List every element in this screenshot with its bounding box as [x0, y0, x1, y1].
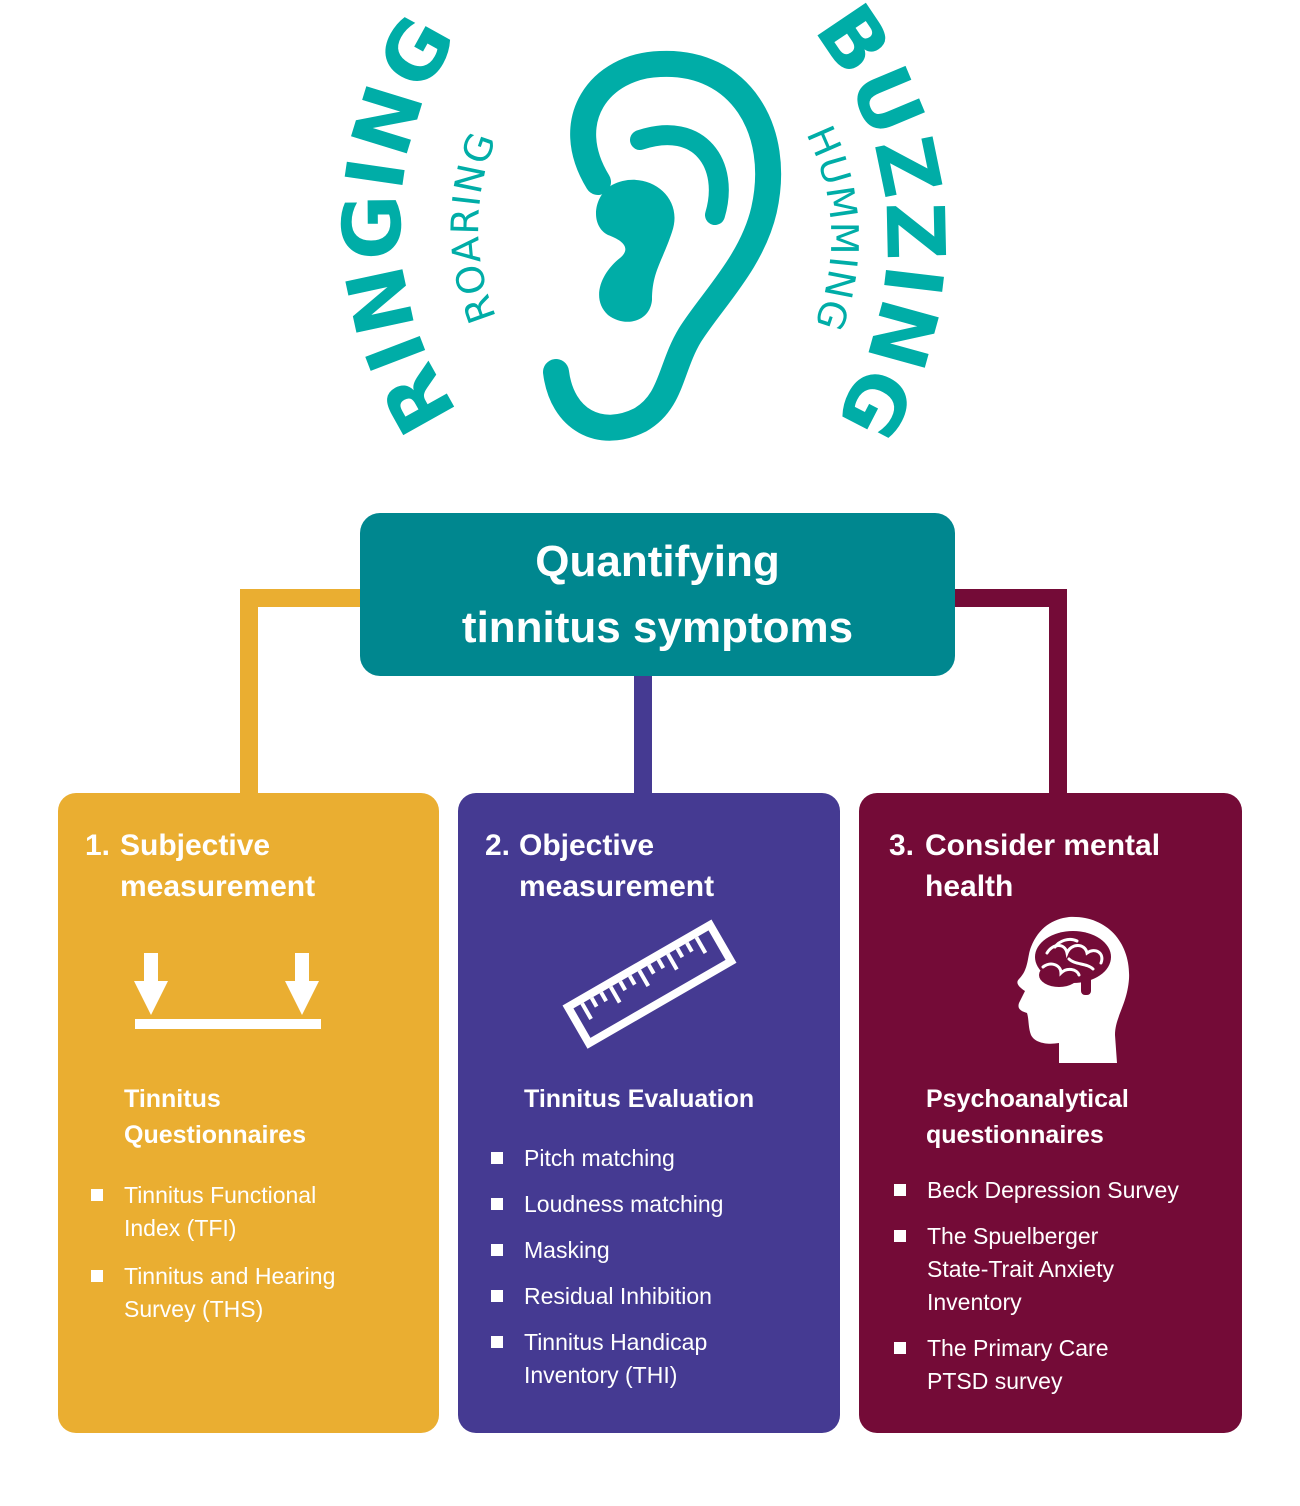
- bullet-square-icon: [491, 1244, 503, 1256]
- hub-box: Quantifying tinnitus symptoms: [360, 513, 955, 676]
- bullet-square-icon: [491, 1290, 503, 1302]
- list-item: Loudness matching: [491, 1188, 821, 1221]
- two-arrows-scale-icon: [134, 953, 321, 1029]
- list-item-line: Tinnitus Handicap: [524, 1329, 708, 1355]
- list-item: Beck Depression Survey: [894, 1174, 1234, 1207]
- connector-subjective: [240, 589, 360, 793]
- list-item-line: Inventory: [927, 1289, 1022, 1315]
- connector-lines: [240, 589, 1067, 793]
- ruler-icon: [562, 919, 737, 1049]
- head-brain-icon: [1017, 916, 1130, 1063]
- card-objective-measurement: 2. Objective measurement: [458, 793, 840, 1433]
- list-item-line: State-Trait Anxiety: [927, 1256, 1115, 1282]
- section-subtitle: Tinnitus Evaluation: [524, 1081, 754, 1117]
- card-title-line2: health: [925, 870, 1014, 903]
- list-item-line: The Spuelberger: [927, 1223, 1099, 1249]
- section-subtitle: Psychoanalytical questionnaires: [926, 1081, 1129, 1153]
- list-item-line: The Primary Care: [927, 1335, 1109, 1361]
- bullet-square-icon: [491, 1152, 503, 1164]
- card-title: Consider mental health: [925, 825, 1160, 907]
- list-item: Masking: [491, 1234, 821, 1267]
- bullet-square-icon: [91, 1270, 103, 1282]
- list-item-line: Inventory (THI): [524, 1362, 678, 1388]
- card-number: 3.: [889, 829, 915, 862]
- section-subtitle-line1: Tinnitus Evaluation: [524, 1085, 755, 1113]
- card-title-line2: measurement: [120, 870, 316, 903]
- bullet-square-icon: [491, 1198, 503, 1210]
- list-item: The Primary Care PTSD survey: [894, 1332, 1234, 1398]
- card-title-line1: Subjective: [120, 829, 271, 862]
- card-title: Objective measurement: [519, 825, 714, 907]
- item-list: Tinnitus Functional Index (TFI) Tinnitus…: [91, 1179, 421, 1326]
- list-item-line: Tinnitus and Hearing: [124, 1263, 336, 1289]
- card-title: Subjective measurement: [120, 825, 315, 907]
- card-title-line1: Consider mental: [925, 829, 1161, 862]
- list-item-line: Tinnitus Functional: [124, 1182, 317, 1208]
- section-subtitle-line2: questionnaires: [926, 1121, 1104, 1149]
- list-item-line: PTSD survey: [927, 1368, 1063, 1394]
- section-subtitle-line2: Questionnaires: [124, 1121, 306, 1149]
- card-number: 2.: [485, 829, 511, 862]
- hub-title-line2: tinnitus symptoms: [461, 602, 854, 652]
- section-subtitle: Tinnitus Questionnaires: [124, 1081, 306, 1153]
- card-title-line1: Objective: [519, 829, 655, 862]
- card-title-line2: measurement: [519, 870, 715, 903]
- bullet-square-icon: [894, 1230, 906, 1242]
- list-item: Tinnitus Functional Index (TFI): [91, 1179, 421, 1245]
- list-item: Pitch matching: [491, 1142, 821, 1175]
- list-item-line: Index (TFI): [124, 1215, 237, 1241]
- card-subjective-measurement: 1. Subjective measurement Tinnitus Quest…: [58, 793, 439, 1433]
- bullet-square-icon: [894, 1184, 906, 1196]
- list-item-line: Survey (THS): [124, 1296, 264, 1322]
- section-subtitle-line1: Psychoanalytical: [926, 1085, 1129, 1113]
- card-number: 1.: [85, 829, 111, 862]
- list-item-line: Beck Depression Survey: [927, 1177, 1179, 1203]
- bullet-square-icon: [91, 1189, 103, 1201]
- list-item-line: Pitch matching: [524, 1145, 675, 1171]
- list-item-line: Loudness matching: [524, 1191, 724, 1217]
- list-item: Tinnitus Handicap Inventory (THI): [491, 1326, 821, 1392]
- connector-mental-health: [955, 589, 1067, 793]
- item-list: Pitch matching Loudness matching Masking…: [491, 1142, 821, 1392]
- card-mental-health: 3. Consider mental health Psychoanalytic…: [859, 793, 1242, 1433]
- item-list: Beck Depression Survey The Spuelberger S…: [894, 1174, 1234, 1398]
- section-subtitle-line1: Tinnitus: [124, 1085, 221, 1113]
- list-item-line: Masking: [524, 1237, 610, 1263]
- bullet-square-icon: [491, 1336, 503, 1348]
- bullet-square-icon: [894, 1342, 906, 1354]
- list-item: Residual Inhibition: [491, 1280, 821, 1313]
- list-item: Tinnitus and Hearing Survey (THS): [91, 1260, 421, 1326]
- hub-title-line1: Quantifying: [535, 536, 780, 586]
- ear-icon: [543, 50, 781, 441]
- header-illustration: RINGING ROARING BUZZING HUMMING: [326, 0, 960, 455]
- list-item-line: Residual Inhibition: [524, 1283, 712, 1309]
- list-item: The Spuelberger State-Trait Anxiety Inve…: [894, 1220, 1234, 1319]
